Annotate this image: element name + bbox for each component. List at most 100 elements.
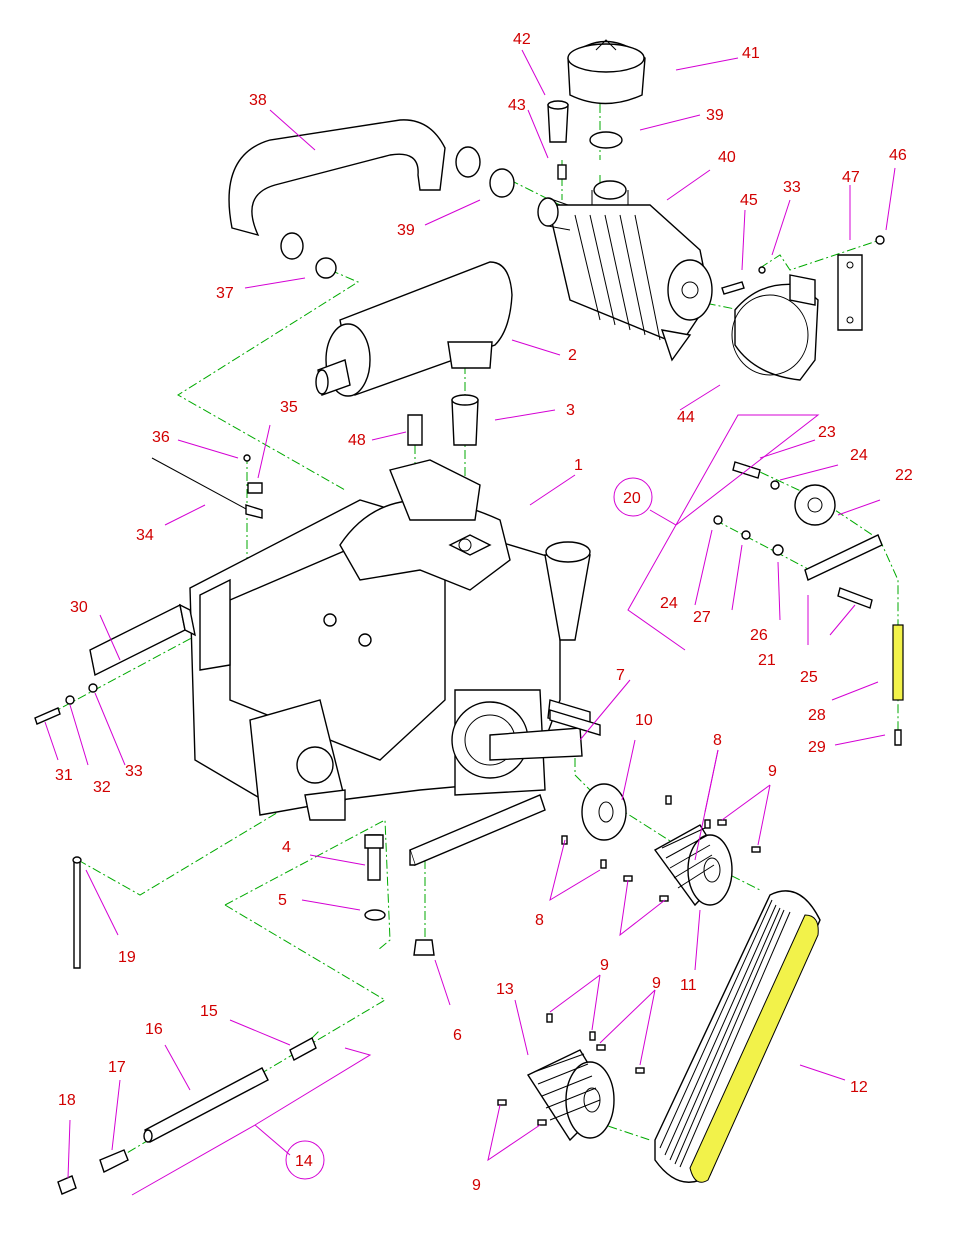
idler-pulley-22	[794, 484, 836, 526]
pulley-11	[653, 824, 733, 907]
callout-9c: 9	[652, 975, 661, 992]
dipstick-34	[151, 457, 263, 519]
callout-44: 44	[677, 409, 695, 426]
callout-25: 25	[800, 669, 818, 686]
callout-33b: 33	[783, 179, 801, 196]
clip-35	[247, 482, 263, 494]
callout-5: 5	[278, 892, 287, 909]
callout-48: 48	[348, 432, 366, 449]
bracket-47	[837, 254, 863, 331]
engine-block	[189, 459, 591, 866]
callout-31: 31	[55, 767, 73, 784]
callout-35: 35	[280, 399, 298, 416]
callout-labels: 1 2 3 4 5 6 7 8 8 9 9 9 9 10 11 12 13 14…	[55, 31, 913, 1194]
nut-26	[772, 544, 784, 556]
inlet-elbow	[537, 197, 571, 231]
callout-1: 1	[574, 457, 583, 474]
callout-6: 6	[453, 1027, 462, 1044]
callout-18: 18	[58, 1092, 76, 1109]
drain-fitting-15	[289, 1037, 317, 1061]
callout-2: 2	[568, 347, 577, 364]
pulley-13	[526, 1049, 615, 1142]
callout-29: 29	[808, 739, 826, 756]
vacuator-valve	[547, 100, 569, 143]
callout-17: 17	[108, 1059, 126, 1076]
callout-47: 47	[842, 169, 860, 186]
callout-37: 37	[216, 285, 234, 302]
spacer-10	[581, 783, 627, 841]
washer-5	[364, 909, 386, 921]
drive-belt-12	[654, 890, 821, 1183]
tensioner-arm-21	[804, 534, 883, 581]
callout-9d: 9	[472, 1177, 481, 1194]
callout-26: 26	[750, 627, 768, 644]
callout-7: 7	[616, 667, 625, 684]
callout-3: 3	[566, 402, 575, 419]
exhaust-pipe-3	[451, 394, 479, 446]
drain-hose-16	[143, 1067, 269, 1143]
drain-tube-19	[72, 856, 82, 969]
callout-13: 13	[496, 981, 514, 998]
bolt-45	[721, 281, 745, 295]
callout-28: 28	[808, 707, 826, 724]
muffler	[315, 261, 513, 397]
drain-cap-18	[57, 1175, 77, 1195]
callout-24b: 24	[660, 595, 678, 612]
nut-6	[413, 939, 435, 956]
callout-24a: 24	[850, 447, 868, 464]
intake-hose	[228, 119, 481, 260]
pin-29	[894, 729, 902, 746]
small-fitting-43	[557, 164, 567, 180]
nut-46	[875, 235, 885, 245]
washer-27	[741, 530, 751, 540]
callout-27: 27	[693, 609, 711, 626]
callout-38: 38	[249, 92, 267, 109]
callout-16: 16	[145, 1021, 163, 1038]
callout-10: 10	[635, 712, 653, 729]
washer-33-top	[758, 266, 766, 274]
hose-clamp-39	[489, 168, 515, 198]
key-7	[549, 709, 601, 736]
callout-14: 14	[295, 1153, 313, 1170]
callout-45: 45	[740, 192, 758, 209]
callout-9a: 9	[768, 763, 777, 780]
callout-32: 32	[93, 779, 111, 796]
callout-30: 30	[70, 599, 88, 616]
washer-24	[770, 480, 780, 490]
callout-12: 12	[850, 1079, 868, 1096]
callout-22: 22	[895, 467, 913, 484]
callout-23: 23	[818, 424, 836, 441]
callout-9b: 9	[600, 957, 609, 974]
leader-lines	[44, 49, 896, 1196]
callout-43: 43	[508, 97, 526, 114]
mounting-band-44	[731, 274, 819, 381]
washer-33	[88, 683, 98, 693]
callout-46: 46	[889, 147, 907, 164]
bolt-4	[364, 834, 384, 881]
callout-42: 42	[513, 31, 531, 48]
callout-39b: 39	[706, 107, 724, 124]
hose-clamp-37	[315, 257, 337, 279]
callout-20: 20	[623, 490, 641, 507]
bracket-30	[89, 603, 196, 677]
callout-34: 34	[136, 527, 154, 544]
air-cleaner-housing	[547, 180, 713, 362]
washer-24b	[713, 515, 723, 525]
callout-41: 41	[742, 45, 760, 62]
callout-19: 19	[118, 949, 136, 966]
screw-36	[243, 454, 251, 462]
callout-15: 15	[200, 1003, 218, 1020]
callout-40: 40	[718, 149, 736, 166]
spring-25	[837, 587, 873, 609]
callout-21: 21	[758, 652, 776, 669]
threaded-rod-28	[892, 624, 904, 701]
sensor-48	[407, 414, 423, 446]
air-cleaner-cap	[567, 39, 646, 105]
assembly-circle-20	[613, 477, 653, 517]
callout-4: 4	[282, 839, 291, 856]
callout-8b: 8	[535, 912, 544, 929]
callout-8a: 8	[713, 732, 722, 749]
washer-32	[65, 695, 75, 705]
clamp-39-top	[589, 131, 623, 149]
